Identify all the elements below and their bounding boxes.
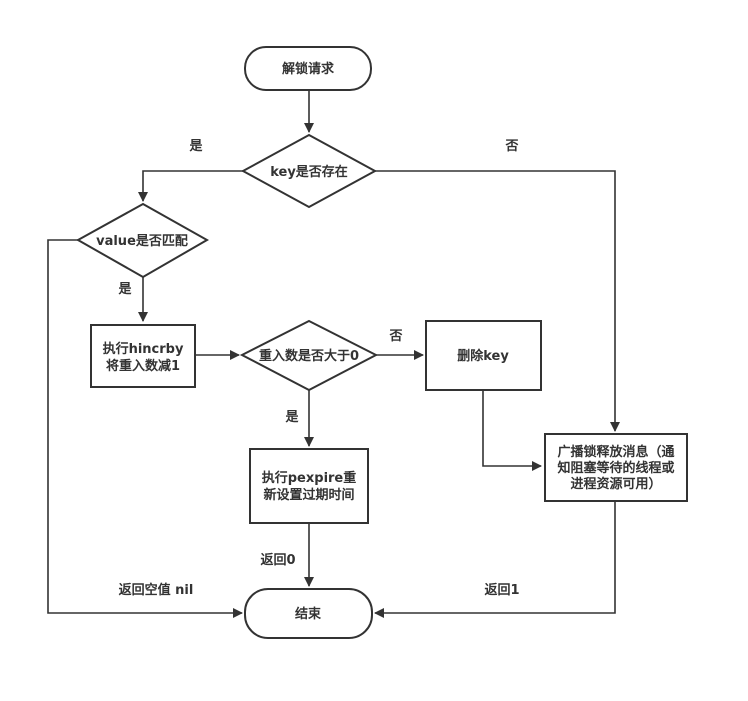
connectors bbox=[47, 90, 620, 618]
end-node: 结束 bbox=[244, 588, 373, 639]
reentry-count-decision: 重入数是否大于0 bbox=[239, 319, 379, 392]
end-node-label: 结束 bbox=[295, 606, 322, 622]
delete-key-process: 删除key bbox=[425, 320, 542, 391]
arrow-key-no-to-broadcast bbox=[375, 170, 620, 432]
broadcast-label-line2: 知阻塞等待的线程或 bbox=[557, 460, 674, 476]
arrow-key-yes-to-value bbox=[138, 170, 243, 202]
key-exists-label: key是否存在 bbox=[270, 164, 348, 180]
pexpire-label-line2: 新设置过期时间 bbox=[263, 487, 354, 503]
start-node-label: 解锁请求 bbox=[281, 61, 335, 77]
pexpire-process: 执行pexpire重 新设置过期时间 bbox=[249, 448, 369, 524]
start-node: 解锁请求 bbox=[244, 46, 372, 91]
reentry-count-label: 重入数是否大于0 bbox=[259, 348, 359, 364]
broadcast-label-line3: 进程资源可用） bbox=[570, 476, 661, 492]
arrow-broadcast-to-end bbox=[374, 501, 616, 618]
delete-key-label: 删除key bbox=[457, 348, 509, 364]
hincrby-label-line2: 将重入数减1 bbox=[106, 358, 180, 374]
hincrby-process: 执行hincrby 将重入数减1 bbox=[90, 324, 196, 388]
value-match-decision: value是否匹配 bbox=[75, 202, 210, 279]
edge-label-value-yes: 是 bbox=[117, 282, 132, 297]
edge-label-return-nil: 返回空值 nil bbox=[119, 582, 194, 598]
arrow-delete-to-broadcast bbox=[482, 390, 542, 471]
edge-label-return0: 返回0 bbox=[260, 553, 295, 568]
hincrby-label-line1: 执行hincrby bbox=[103, 341, 184, 357]
key-exists-decision: key是否存在 bbox=[240, 133, 378, 209]
broadcast-release-process: 广播锁释放消息（通 知阻塞等待的线程或 进程资源可用） bbox=[544, 433, 688, 502]
arrow-value-no-to-end bbox=[47, 239, 243, 618]
pexpire-label-line1: 执行pexpire重 bbox=[262, 470, 357, 486]
edge-label-key-no: 否 bbox=[504, 139, 518, 154]
edge-label-return1: 返回1 bbox=[484, 583, 519, 598]
edge-label-reentry-no: 否 bbox=[388, 329, 402, 344]
edge-label-key-yes: 是 bbox=[188, 139, 203, 154]
value-match-label: value是否匹配 bbox=[96, 234, 188, 249]
edge-label-reentry-yes: 是 bbox=[284, 410, 299, 425]
broadcast-label-line1: 广播锁释放消息（通 bbox=[557, 444, 674, 460]
